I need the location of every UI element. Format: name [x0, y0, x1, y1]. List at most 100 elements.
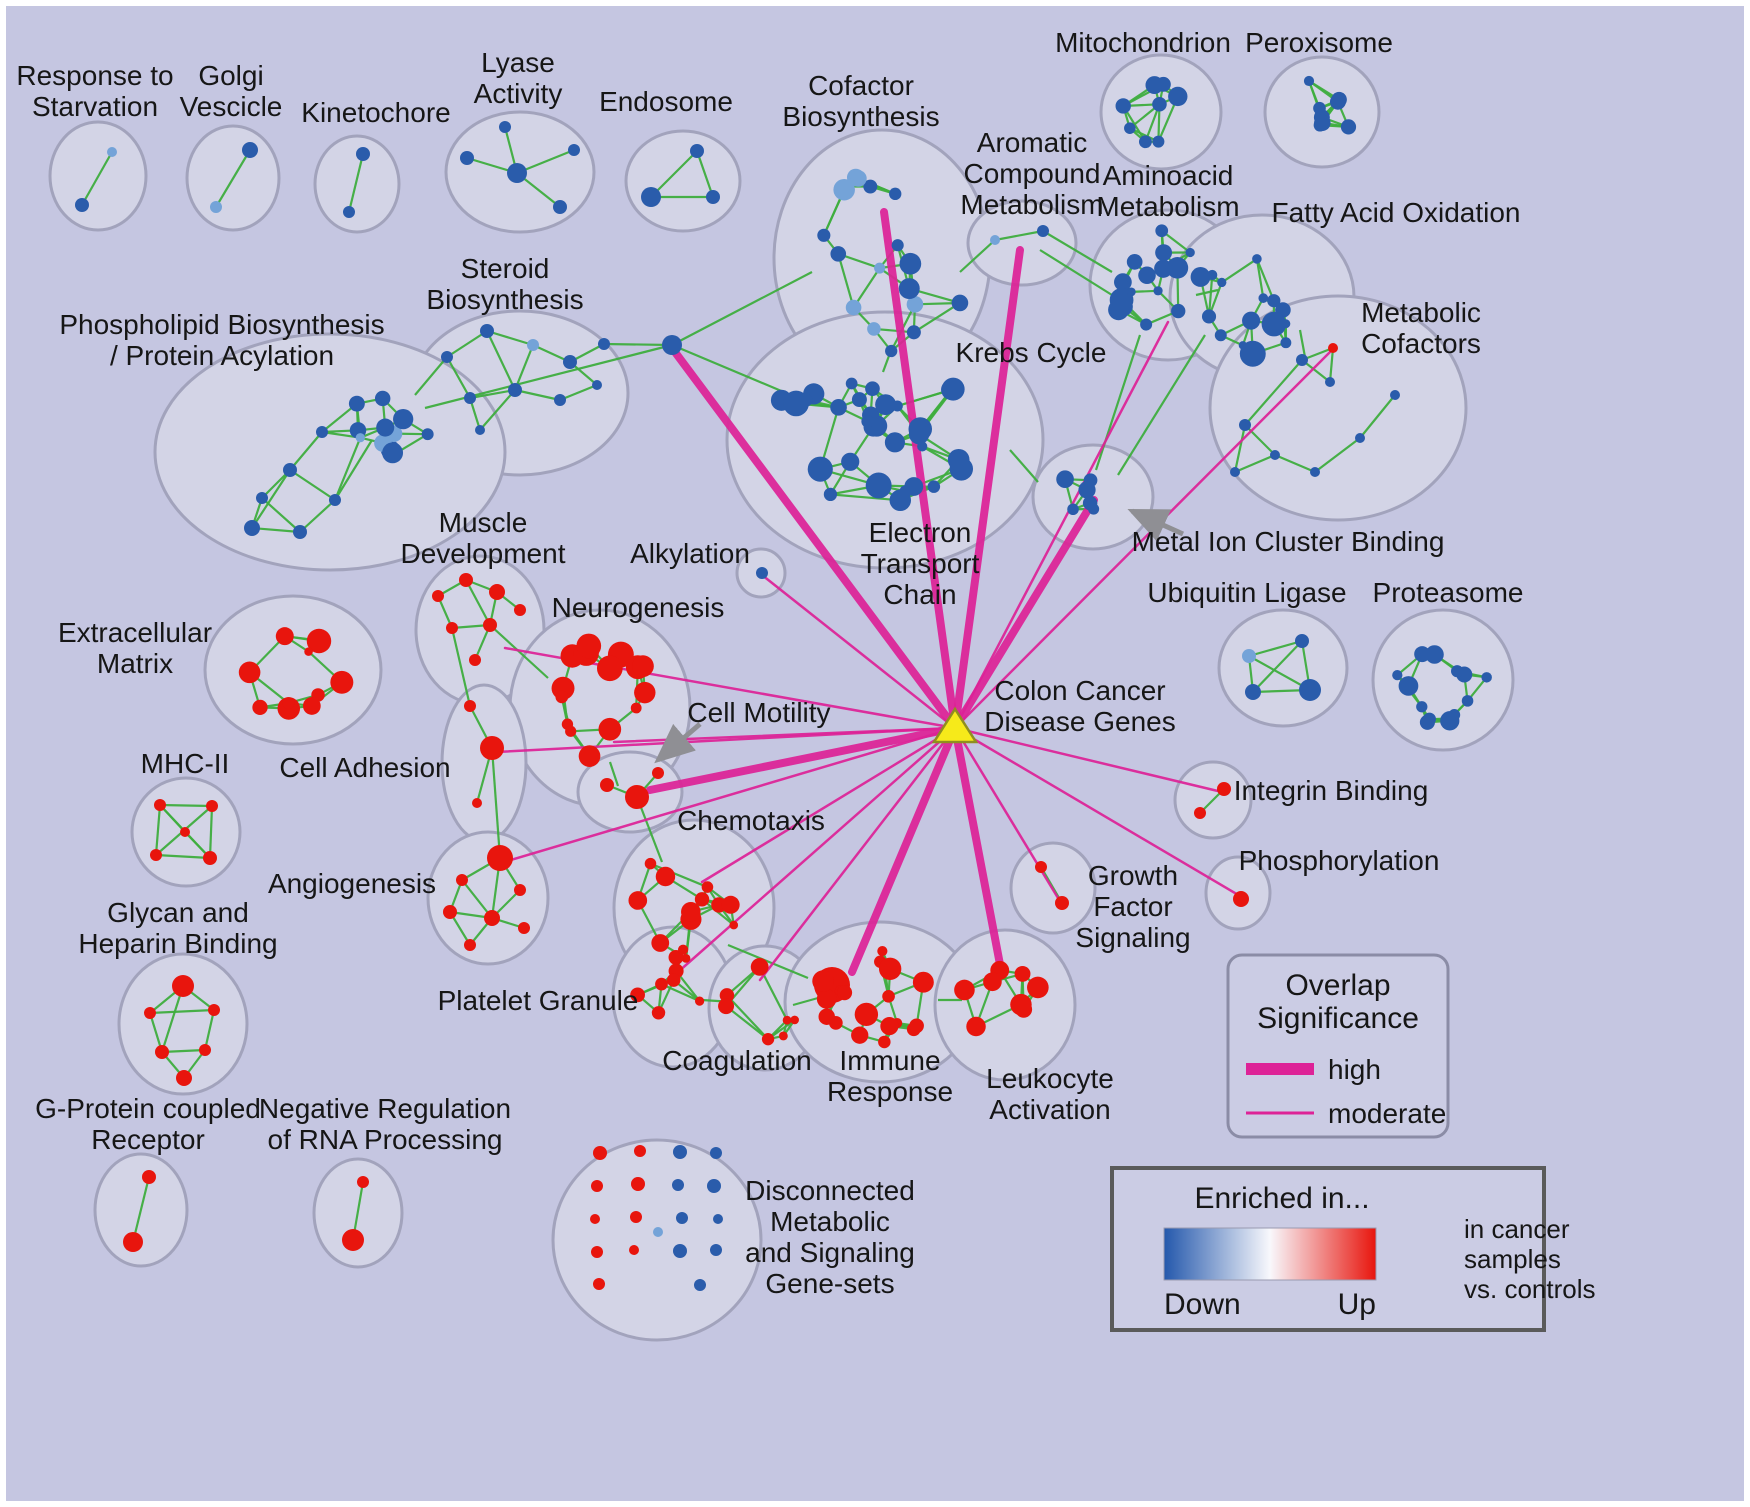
- gene-set-node: [818, 1008, 835, 1025]
- cluster-ellipse-krebs-electron-transport: [725, 310, 1045, 570]
- gene-set-node: [563, 355, 577, 369]
- gene-set-node: [514, 884, 526, 896]
- gene-set-node: [590, 1214, 600, 1224]
- edge-glycan-heparin-binding: [149, 1008, 215, 1015]
- gene-set-node: [1419, 714, 1435, 730]
- gene-set-node: [1082, 495, 1098, 511]
- overlap-edge-high: [951, 496, 1098, 732]
- gene-set-node: [1207, 269, 1218, 281]
- cluster-ellipse-extracellular-matrix: [203, 594, 383, 746]
- edge-mhc-ii: [208, 805, 214, 859]
- edge-metabolic-cofactors: [1314, 437, 1361, 473]
- gene-set-node: [1299, 679, 1321, 701]
- green-link: [603, 342, 673, 347]
- enriched-gradient-bar: [1163, 1227, 1377, 1281]
- edge-metabolic-cofactors: [1244, 359, 1303, 426]
- gene-set-node: [630, 702, 642, 714]
- gene-set-node: [154, 799, 166, 811]
- gene-set-node: [591, 1246, 603, 1258]
- cluster-label-phospholipid-biosynthesis-protein-acylation: Phospholipid Biosynthesis/ Protein Acyla…: [59, 309, 384, 371]
- gene-set-node: [176, 1070, 192, 1086]
- gene-set-node: [393, 409, 414, 430]
- gene-set-node: [631, 1177, 645, 1191]
- gene-set-node: [816, 989, 837, 1009]
- edge-steroid-biosynthesis: [514, 388, 561, 402]
- edge-angiogenesis: [461, 879, 493, 919]
- edge-fatty-acid-oxidation: [1255, 258, 1275, 302]
- gene-set-node: [632, 655, 654, 678]
- gene-set-node: [464, 700, 476, 712]
- gene-set-node: [830, 246, 847, 262]
- cluster-ellipse-aromatic-compound-metabolism: [966, 199, 1078, 287]
- gene-set-node: [701, 881, 714, 893]
- cell-motility-arrow: [654, 722, 702, 764]
- gene-set-node: [1242, 649, 1256, 663]
- gene-set-node: [878, 1035, 891, 1049]
- gene-set-node: [355, 433, 365, 443]
- gene-set-node: [1055, 896, 1069, 910]
- gene-set-node: [1325, 377, 1335, 387]
- cluster-label-cell-adhesion: Cell Adhesion: [279, 752, 450, 783]
- gene-set-node: [898, 278, 920, 300]
- edge-steroid-biosynthesis: [486, 330, 516, 391]
- gene-set-node: [710, 1244, 722, 1256]
- gene-set-node: [1083, 473, 1098, 488]
- gene-set-node: [1258, 293, 1269, 303]
- edge-ubiquitin-ligase: [1248, 655, 1311, 691]
- gene-set-node: [817, 228, 831, 242]
- cluster-ellipse-kinetochore: [313, 134, 401, 234]
- gene-set-node: [673, 1244, 687, 1258]
- gene-set-node: [668, 949, 684, 965]
- edge-coagulation: [725, 1005, 769, 1041]
- gene-set-node: [1168, 86, 1188, 107]
- gene-set-node: [990, 235, 1000, 245]
- overlap-edge-high: [951, 724, 1006, 979]
- gene-set-node: [518, 922, 530, 934]
- gene-set-node: [1340, 119, 1357, 135]
- gene-set-node: [244, 520, 260, 536]
- cluster-label-alkylation: Alkylation: [630, 538, 750, 569]
- gene-set-node: [1303, 75, 1315, 87]
- gene-set-node: [464, 939, 476, 951]
- green-link: [450, 627, 472, 707]
- gene-set-node: [329, 494, 341, 506]
- gene-set-node: [641, 187, 661, 207]
- gene-set-node: [1154, 259, 1173, 278]
- gene-set-node: [630, 1211, 642, 1223]
- gene-set-node: [812, 970, 834, 992]
- edge-ubiquitin-ligase: [1248, 639, 1303, 658]
- edge-endosome: [695, 150, 715, 198]
- gene-set-node: [867, 322, 881, 336]
- gene-set-node: [690, 144, 704, 158]
- overlap-edge-high: [951, 246, 1024, 732]
- edge-cofactor-biosynthesis: [913, 302, 961, 334]
- gene-set-node: [1027, 976, 1049, 999]
- edge-fatty-acid-oxidation: [1221, 257, 1258, 284]
- gene-set-node: [1310, 467, 1320, 477]
- gene-set-node: [475, 425, 485, 435]
- gene-set-node: [782, 1015, 792, 1025]
- nodes-layer: [75, 75, 1492, 1291]
- colon-cancer-disease-genes-triangle: [931, 706, 979, 744]
- overlap-edge-moderate: [494, 726, 957, 754]
- gene-set-node: [941, 377, 965, 401]
- gene-set-node: [885, 344, 898, 358]
- cluster-label-mitochondrion: Mitochondrion: [1055, 27, 1231, 58]
- edge-krebs-electron-transport: [830, 493, 901, 502]
- gene-set-node: [845, 377, 858, 390]
- cluster-label-angiogenesis: Angiogenesis: [268, 868, 436, 899]
- edge-mhc-ii: [154, 804, 162, 856]
- gene-set-node: [343, 206, 355, 218]
- gene-set-node: [1328, 343, 1338, 353]
- overlap-edge-moderate: [676, 726, 957, 974]
- gene-set-node: [472, 798, 482, 808]
- edge-golgi-vescicle: [215, 149, 251, 208]
- gene-set-node: [576, 633, 602, 659]
- cluster-label-krebs-cycle-label: Krebs Cycle: [956, 337, 1107, 368]
